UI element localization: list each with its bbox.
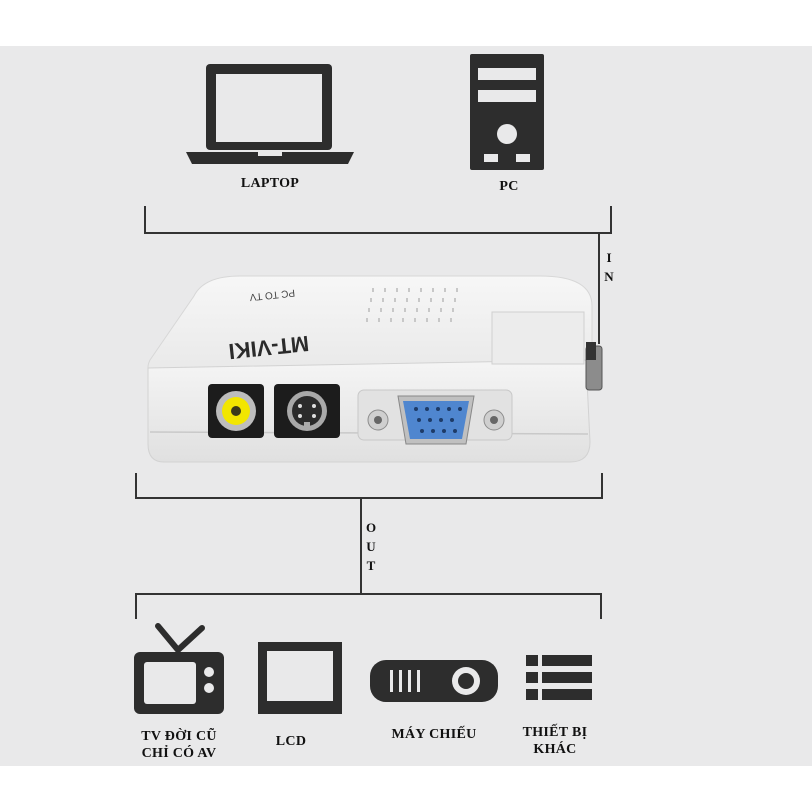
monitor-icon — [258, 642, 342, 714]
converter-box: MT-VIKI PC TO TV — [147, 275, 603, 463]
input-bracket-left — [144, 206, 146, 234]
desktop-tower-icon — [470, 54, 544, 170]
in-letter: I — [606, 250, 612, 265]
input-label-laptop: LAPTOP — [240, 176, 300, 191]
out-letter: T — [366, 558, 376, 573]
model-text: PC TO TV — [249, 287, 296, 303]
list-icon — [526, 655, 592, 700]
output-bracket-left — [135, 593, 137, 619]
out-letter: U — [366, 539, 376, 554]
in-label: I N — [602, 248, 616, 286]
out-letter: O — [365, 520, 377, 535]
laptop-icon — [186, 64, 354, 164]
input-label-pc: PC — [499, 179, 519, 194]
tv-icon — [134, 623, 224, 714]
input-connector-line — [598, 232, 600, 344]
output-label-tv: TV ĐỜI CŨ CHỈ CÓ AV — [141, 729, 217, 761]
device-bracket-right — [601, 473, 603, 499]
output-label-other: THIẾT BỊ KHÁC — [522, 725, 588, 757]
output-bracket-top — [135, 593, 601, 595]
input-bracket-bottom — [144, 232, 612, 234]
projector-icon — [370, 660, 498, 702]
device-bracket-left — [135, 473, 137, 499]
in-letter: N — [604, 269, 614, 284]
output-label-projector: MÁY CHIẾU — [391, 727, 477, 742]
out-label: O U T — [364, 518, 378, 575]
output-label-lcd: LCD — [275, 734, 307, 749]
input-bracket-right — [610, 206, 612, 234]
device-bracket-bottom — [135, 497, 603, 499]
output-connector-line — [360, 497, 362, 593]
output-bracket-right — [600, 593, 602, 619]
